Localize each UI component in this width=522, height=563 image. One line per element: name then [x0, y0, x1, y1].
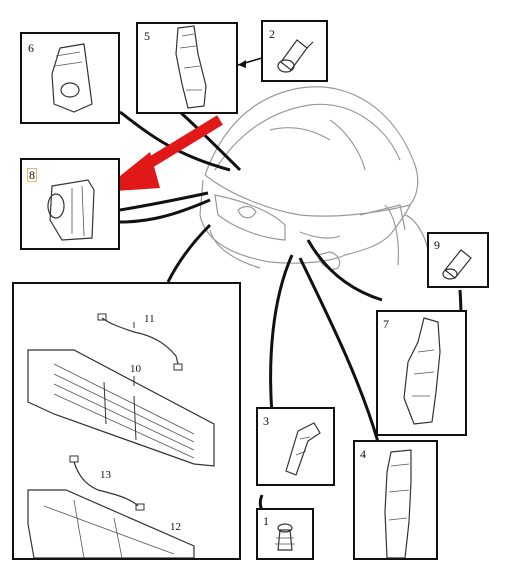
wire-harness-11	[101, 317, 179, 365]
part-box-6[interactable]: 6	[20, 32, 120, 124]
callout-number: 4	[360, 447, 366, 461]
callout-number: 8	[27, 168, 37, 182]
small-bracket-icon	[285, 422, 321, 476]
tall-bracket-icon	[384, 449, 412, 559]
callout-number: 9	[434, 238, 440, 252]
part-box-3[interactable]: 3	[256, 407, 335, 486]
vertical-bracket-icon	[175, 25, 207, 109]
leader-arrowhead-2	[238, 60, 246, 68]
part-box-5[interactable]: 5	[136, 22, 238, 114]
push-clip-icon	[275, 523, 295, 551]
duct-part-icon	[47, 179, 95, 241]
callout-number: 5	[144, 29, 150, 43]
part-box-7[interactable]: 7	[376, 310, 467, 436]
part-box-4[interactable]: 4	[353, 440, 438, 560]
inset-label-11: 11	[144, 313, 155, 325]
callout-number: 6	[28, 41, 34, 55]
inset-label-10: 10	[130, 363, 142, 375]
grille-shutter-assembly: 11 10 13 12	[27, 313, 215, 559]
callout-number: 2	[269, 27, 275, 41]
part-box-8[interactable]: 8	[20, 158, 120, 250]
clip-fastener-icon	[277, 39, 314, 73]
part-box-9[interactable]: 9	[427, 232, 489, 288]
inset-box-grille-shutter[interactable]: 11 10 13 12	[12, 282, 241, 560]
car-front-outline	[199, 86, 429, 270]
part-box-2[interactable]: 2	[261, 20, 328, 82]
callout-number: 3	[263, 414, 269, 428]
clip-fastener-icon	[442, 249, 472, 280]
side-bracket-icon	[403, 317, 441, 425]
bracket-part-icon	[51, 43, 93, 113]
callout-number: 1	[263, 514, 269, 528]
inset-label-13: 13	[100, 469, 112, 481]
inset-label-12: 12	[170, 521, 181, 533]
callout-number: 7	[383, 317, 389, 331]
active-grille-shutter-10	[27, 349, 215, 467]
wire-harness-13	[73, 461, 139, 507]
part-box-1[interactable]: 1	[256, 508, 314, 560]
